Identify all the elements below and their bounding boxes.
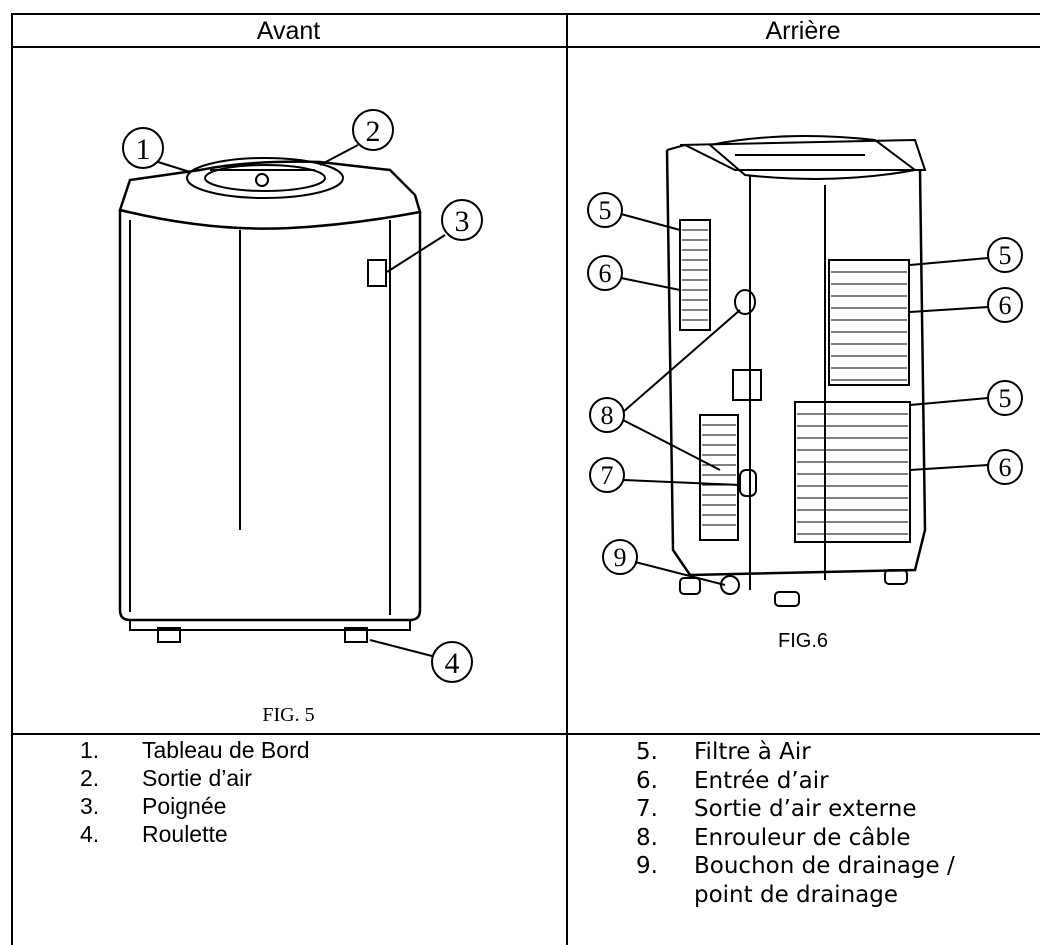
callout-7 (589, 457, 741, 493)
callout-8 (589, 309, 741, 471)
list-item-number: 7. (636, 796, 658, 822)
callout-2 (319, 109, 394, 166)
list-item-number: 9. (636, 853, 658, 879)
header-back: Arrière (765, 17, 841, 45)
table-border-left (11, 13, 13, 945)
callout-6-right-bottom (909, 449, 1023, 485)
list-item-label: Filtre à Air (694, 739, 811, 765)
list-item-label: Bouchon de drainage /point de drainage (694, 852, 955, 909)
list-item-number: 5. (636, 739, 658, 765)
callout-1-label: 1 (136, 133, 151, 166)
list-item-number: 4. (80, 821, 100, 847)
callout-9-label: 9 (614, 543, 627, 572)
table-header-divider (11, 46, 1040, 48)
callout-6-left (587, 255, 681, 291)
callout-6-right-bottom-label: 6 (999, 453, 1012, 482)
callout-6-right-top (909, 287, 1023, 323)
list-item-label: Sortie d’air (142, 765, 252, 791)
callout-4 (369, 639, 473, 683)
callout-5-left-label: 5 (599, 196, 612, 225)
callout-1 (122, 127, 191, 173)
figure-6-caption: FIG.6 (777, 630, 828, 652)
callout-6-left-label: 6 (599, 259, 612, 288)
callout-5-right-bottom-label: 5 (999, 384, 1012, 413)
list-item-number: 3. (80, 793, 100, 819)
callout-6-right-top-label: 6 (999, 291, 1012, 320)
callout-9 (602, 539, 726, 586)
callout-2-label: 2 (366, 115, 381, 148)
list-item-label-line-2: point de drainage (694, 881, 898, 908)
list-item-number: 8. (636, 824, 658, 851)
callout-3-label: 3 (455, 205, 470, 238)
callout-5-right-top (909, 237, 1023, 273)
callout-5-right-bottom (909, 380, 1023, 416)
callout-4-label: 4 (445, 647, 460, 680)
list-item-number: 1. (80, 737, 100, 763)
callout-7-label: 7 (601, 461, 614, 490)
list-item-label: Entrée d’air (694, 767, 829, 794)
list-item-label: Enrouleur de câble (694, 824, 911, 851)
list-item-label: Roulette (142, 821, 228, 847)
callout-3 (386, 199, 483, 273)
list-item-number: 2. (80, 765, 100, 791)
list-item-label: Sortie d’air externe (694, 796, 917, 822)
list-item-number: 6. (636, 767, 658, 794)
callout-8-label: 8 (601, 401, 614, 430)
list-item-label: Tableau de Bord (142, 737, 310, 763)
table-column-divider (566, 13, 568, 945)
table-border-top (11, 13, 1040, 15)
callout-5-left (587, 192, 681, 231)
figure-5-caption: FIG. 5 (262, 704, 315, 726)
list-item-label-line-1: Bouchon de drainage / (694, 853, 955, 879)
back-view-illustration: 5 6 8 7 9 5 6 5 6 (585, 130, 1035, 620)
list-item-label: Poignée (142, 793, 227, 819)
callout-5-right-top-label: 5 (999, 241, 1012, 270)
header-front: Avant (256, 17, 321, 45)
front-view-illustration: 1 2 3 4 (90, 100, 520, 700)
table-row-divider (11, 733, 1040, 735)
